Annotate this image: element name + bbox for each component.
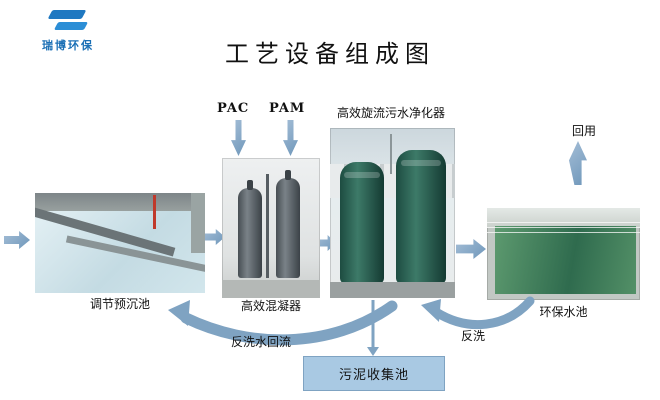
eco-pool-label: 环保水池 xyxy=(539,305,588,319)
page-title: 工艺设备组成图 xyxy=(225,40,435,68)
reuse-arrow-icon xyxy=(569,141,587,185)
pam-label: PAM xyxy=(269,101,306,116)
pac-label: PAC xyxy=(217,101,250,116)
pretreat-pool-label: 调节预沉池 xyxy=(89,297,150,311)
backwash-return-label: 反洗水回流 xyxy=(231,335,292,349)
sludge-pool-box: 污泥收集池 xyxy=(303,356,445,391)
company-logo-icon xyxy=(47,8,89,34)
pam-dosing-arrow-icon xyxy=(283,120,298,156)
photo-cyclone-purifier xyxy=(330,128,455,298)
inlet-flow-arrow-icon xyxy=(4,231,30,249)
photo-eco-pool xyxy=(487,208,640,300)
backwash-label: 反洗 xyxy=(461,329,486,343)
flow-arrow-purifier-to-pool-icon xyxy=(456,239,486,259)
photo-pretreatment-pool xyxy=(35,193,205,293)
reuse-label: 回用 xyxy=(572,124,597,138)
company-name: 瑞博环保 xyxy=(42,39,94,52)
pac-dosing-arrow-icon xyxy=(231,120,246,156)
sludge-pool-label: 污泥收集池 xyxy=(338,368,409,383)
company-logo: 瑞博环保 xyxy=(40,8,96,53)
purifier-label: 高效旋流污水净化器 xyxy=(337,106,446,120)
photo-coagulator xyxy=(222,158,320,298)
coagulator-label: 高效混凝器 xyxy=(240,299,301,313)
